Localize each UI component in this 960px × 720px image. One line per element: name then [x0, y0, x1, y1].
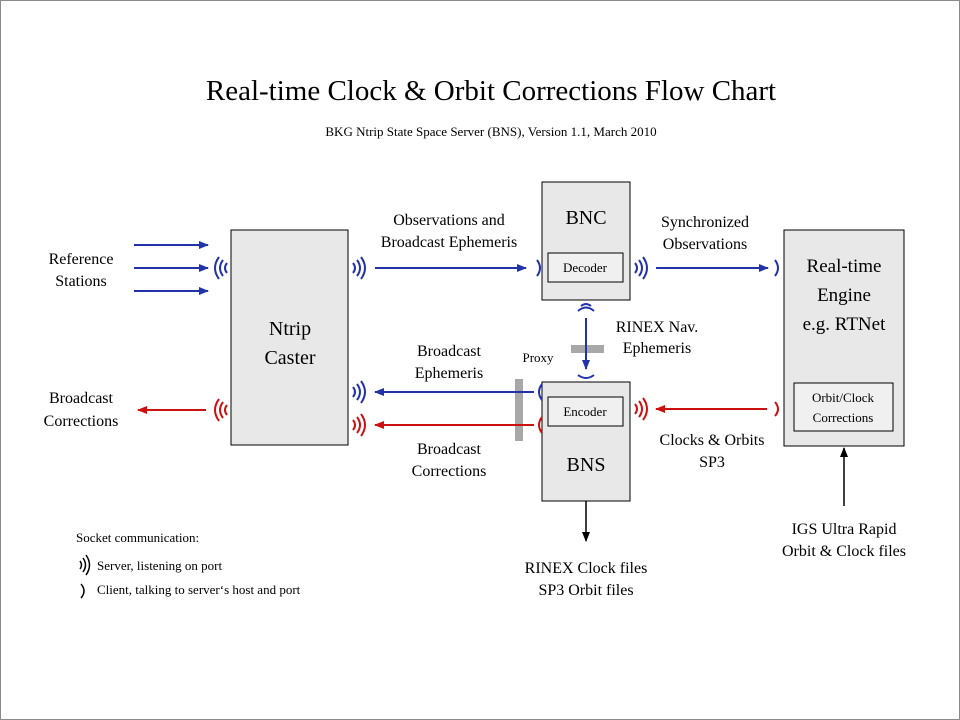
bnc-server-socket-icon [634, 256, 648, 280]
obs-eph-label-1: Observations and [393, 212, 505, 229]
engine-client-icon [774, 259, 779, 277]
ref-stations-label-1: Reference [49, 251, 114, 268]
decoder-label: Decoder [563, 260, 608, 275]
legend-heading: Socket communication: [76, 530, 199, 545]
engine-clock-client-icon [774, 401, 779, 417]
rinex-nav-label-2: Ephemeris [623, 340, 691, 357]
rinex-files-label-1: RINEX Clock files [525, 560, 648, 577]
caster-to-bnc-server-icon [352, 256, 366, 280]
sync-obs-label-2: Observations [663, 236, 747, 253]
bnc-client-icon [536, 259, 541, 277]
bc-out-label-1: Broadcast [49, 390, 114, 407]
caster-label-2: Caster [264, 347, 315, 369]
rinex-nav-label-1: RINEX Nav. [616, 319, 699, 336]
bc-corr-label-2: Corrections [412, 463, 487, 480]
legend-client-text: Client, talking to server‘s host and por… [97, 582, 301, 597]
caster-eph-server-icon [352, 380, 366, 404]
bns-client-icon [577, 374, 595, 379]
caster-corr-server-icon [352, 413, 366, 437]
legend-client-icon [80, 583, 85, 599]
bc-eph-label-2: Ephemeris [415, 365, 483, 382]
orbit-clock-box [793, 382, 894, 432]
bns-eph-client-icon [538, 383, 543, 401]
bns-label: BNS [567, 454, 606, 476]
proxy-label: Proxy [522, 350, 554, 365]
encoder-label: Encoder [563, 404, 607, 419]
clocks-orbits-label-2: SP3 [699, 454, 725, 471]
bns-corr-client-icon [538, 416, 543, 434]
bc-eph-label-1: Broadcast [417, 343, 482, 360]
igs-label-2: Orbit & Clock files [782, 543, 906, 560]
caster-server-socket-icon [214, 256, 228, 280]
engine-label-2: Engine [817, 285, 871, 306]
caster-out-server-icon [214, 398, 228, 422]
bnc-label: BNC [565, 207, 606, 229]
obs-eph-label-2: Broadcast Ephemeris [381, 234, 517, 251]
chart-subtitle: BKG Ntrip State Space Server (BNS), Vers… [325, 124, 656, 139]
bc-corr-label-1: Broadcast [417, 441, 482, 458]
engine-label-1: Real-time [807, 256, 882, 277]
orbit-clock-label-1: Orbit/Clock [812, 390, 875, 405]
encoder-box [547, 396, 624, 427]
rinex-files-label-2: SP3 Orbit files [538, 582, 633, 599]
decoder-box [547, 252, 624, 283]
orbit-clock-label-2: Corrections [813, 410, 874, 425]
ref-stations-label-2: Stations [55, 273, 107, 290]
bns-clock-server-icon [634, 397, 648, 421]
caster-box [230, 229, 349, 446]
legend-server-text: Server, listening on port [97, 558, 223, 573]
igs-label-1: IGS Ultra Rapid [792, 521, 897, 538]
sync-obs-label-1: Synchronized [661, 214, 749, 231]
chart-title: Real-time Clock & Orbit Corrections Flow… [206, 75, 776, 107]
bc-out-label-2: Corrections [44, 413, 119, 430]
caster-label-1: Ntrip [269, 318, 311, 340]
clocks-orbits-label-1: Clocks & Orbits [660, 432, 765, 449]
engine-label-3: e.g. RTNet [803, 314, 886, 335]
legend-server-icon [79, 554, 91, 576]
bnc-down-server-icon [577, 303, 595, 312]
